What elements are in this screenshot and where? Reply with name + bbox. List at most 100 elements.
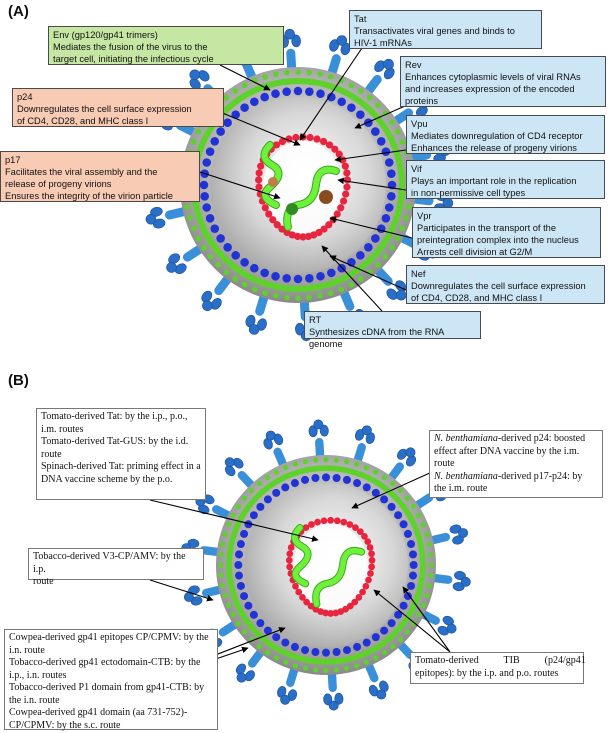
membrane-dot xyxy=(338,286,345,293)
rt-title: RT xyxy=(309,315,322,325)
capsid-p24-dot xyxy=(342,190,350,198)
p24-vaccine-line: the i.m. route xyxy=(434,483,488,494)
matrix-p17-dot xyxy=(200,192,209,201)
membrane-dot xyxy=(357,276,364,282)
membrane-dot xyxy=(333,457,339,463)
capsid-p24-dot xyxy=(364,538,372,546)
matrix-p17-dot xyxy=(263,495,272,504)
tat-vaccine-line: Tomato-derived Tat: by the i.p., p.o., xyxy=(41,411,188,422)
nef-label: Nef Downregulates the cell surface expre… xyxy=(406,265,605,304)
membrane-dot xyxy=(317,293,323,299)
membrane-dot xyxy=(187,215,193,221)
gp41-vaccine-line: Tobacco-derived gp41 ectodomain-CTB: by … xyxy=(9,657,201,668)
env-spike-head xyxy=(395,289,407,301)
env-spike-head xyxy=(244,670,255,682)
pointer-arrow xyxy=(329,255,407,291)
membrane-dot xyxy=(295,295,301,301)
membrane-dot xyxy=(220,541,226,548)
membrane-dot xyxy=(222,531,228,538)
membrane-dot xyxy=(241,629,248,635)
tib-vaccine-line: Tomato-derived TIB (p24/gp41 xyxy=(415,655,586,666)
membrane-dot xyxy=(195,128,202,135)
env-spike-head xyxy=(265,430,276,441)
matrix-p17-dot xyxy=(403,529,412,538)
capsid-p24-dot xyxy=(286,563,293,571)
membrane-dot xyxy=(207,253,214,260)
membrane-dot xyxy=(295,69,301,75)
matrix-p17-dot xyxy=(407,540,416,549)
rna-genome xyxy=(313,547,365,607)
capsid-p24-dot xyxy=(299,233,307,241)
membrane-dot xyxy=(235,620,242,627)
p24-vaccine-line: route xyxy=(434,458,455,469)
matrix-p17-dot xyxy=(362,638,371,647)
capsid-p24-dot xyxy=(325,221,333,229)
membrane-dot xyxy=(343,665,350,671)
matrix-p17-dot xyxy=(290,642,299,651)
capsid-p24-dot xyxy=(359,588,366,596)
matrix-p17-dot xyxy=(293,86,303,96)
matrix-p17-dot xyxy=(356,251,365,260)
matrix-p17-dot xyxy=(301,646,310,655)
membrane-dot xyxy=(416,612,422,618)
capsid-p24-dot xyxy=(278,225,286,233)
vif-line: Plays an important role in the replicati… xyxy=(411,176,577,186)
lipid-membrane xyxy=(226,465,426,665)
matrix-p17-dot xyxy=(210,137,220,146)
p17-label: p17 Facilitates the viral assembly and t… xyxy=(0,151,200,202)
membrane-dot xyxy=(426,541,432,548)
p24-text: -derived p24: boosted xyxy=(497,433,586,444)
tat-vaccine-line: Spinach-derived Tat: priming effect in a xyxy=(41,461,201,472)
p24-vaccine-box: N. benthamiana-derived p24: boosted effe… xyxy=(429,430,603,498)
gp41-vaccine-line: CP/CPMV: by the s.c. route xyxy=(9,719,121,731)
membrane-dot xyxy=(218,552,224,558)
p24-vaccine-line: N. benthamiana-derived p17-p24: by xyxy=(434,471,598,484)
capsid-p24-dot xyxy=(308,521,315,528)
matrix-p17-dot xyxy=(371,633,380,642)
membrane-dot xyxy=(284,294,290,301)
p24-line: of CD4, CD28, and MHC class I xyxy=(17,116,149,126)
capsid-p24-dot xyxy=(339,156,347,164)
env-spike-head xyxy=(328,700,339,711)
matrix-p17-dot xyxy=(260,268,269,278)
matrix-p17-dot xyxy=(235,571,244,580)
matrix-p17-dot xyxy=(272,633,281,642)
capsid-core xyxy=(263,141,343,233)
matrix-p17-dot xyxy=(249,511,258,520)
membrane-dot xyxy=(262,74,268,80)
membrane-dot xyxy=(403,215,409,221)
membrane-dot xyxy=(306,69,312,76)
p17-line: Ensures the integrity of the virion part… xyxy=(5,191,173,201)
env-spike-head xyxy=(256,318,267,331)
vpu-line: Enhances the release of progeny virions xyxy=(411,143,577,153)
vif-line: in non-permissive cell types xyxy=(411,188,526,198)
membrane-dot xyxy=(426,582,432,589)
membrane-dot xyxy=(397,636,404,643)
membrane-dot xyxy=(190,138,197,145)
membrane-dot xyxy=(375,262,381,268)
matrix-p17-dot xyxy=(244,520,253,529)
capsid-p24-dot xyxy=(341,162,349,170)
pointer-arrow xyxy=(402,586,451,653)
matrix-p17-dot xyxy=(223,118,232,127)
membrane-dot xyxy=(223,269,230,276)
membrane-dot xyxy=(420,602,426,608)
env-spike-head xyxy=(168,253,181,264)
matrix-p17-dot xyxy=(281,638,290,647)
capsid-p24-dot xyxy=(255,169,263,177)
membrane-dot xyxy=(333,667,339,673)
panel-a-letter: (A) xyxy=(8,3,29,20)
membrane-dot xyxy=(313,457,319,463)
membrane-dot xyxy=(428,552,434,558)
membrane-dot xyxy=(381,474,388,481)
gp41-vaccine-line: i.n. route xyxy=(9,644,45,656)
matrix-p17-dot xyxy=(327,92,336,102)
capsid-p24-dot xyxy=(331,145,339,153)
env-spike-head xyxy=(202,300,213,312)
rna-genome xyxy=(291,524,311,587)
env-spike-head xyxy=(308,425,318,438)
capsid-p24-dot xyxy=(333,517,341,525)
env-spike-head xyxy=(277,686,287,698)
p24-line: Downregulates the cell surface expressio… xyxy=(17,104,192,114)
membrane-dot xyxy=(424,531,430,538)
